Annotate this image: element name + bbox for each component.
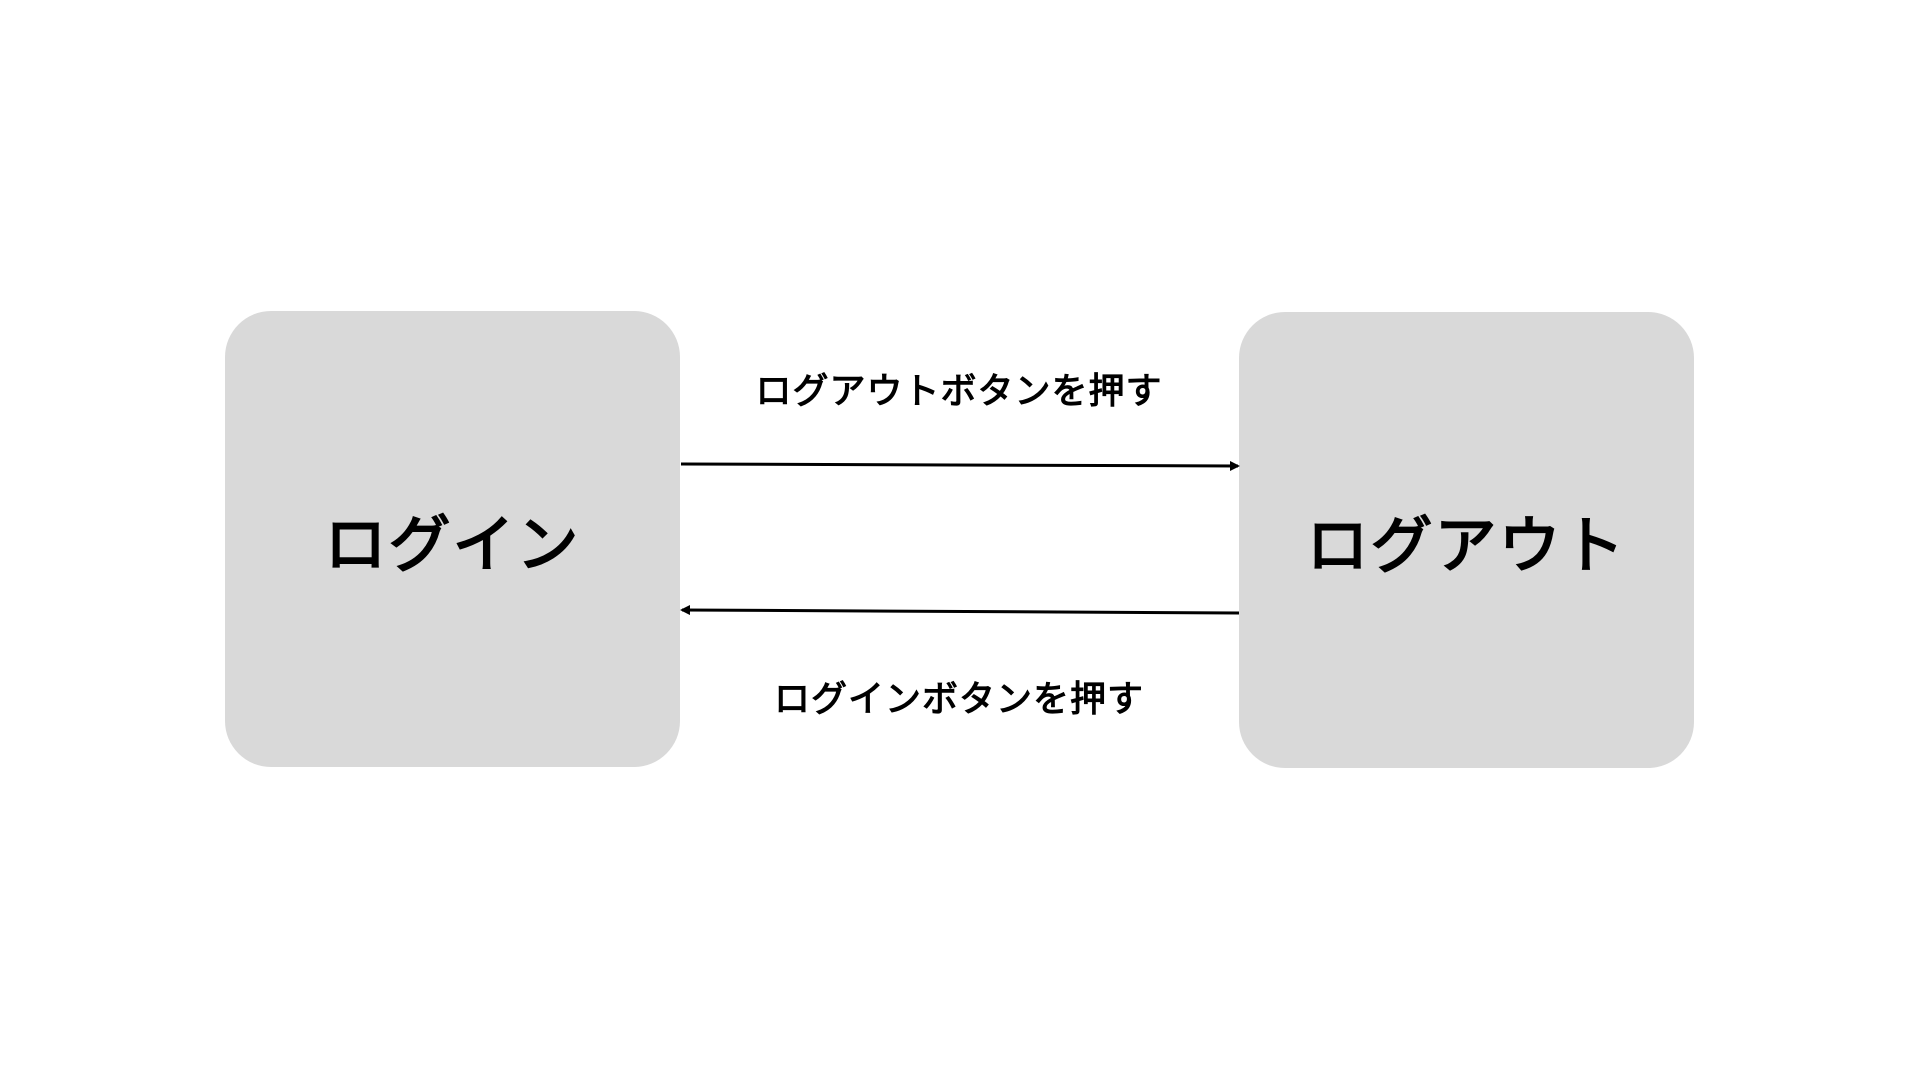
state-logout: ログアウト (1239, 312, 1694, 768)
transition-label-login: ログインボタンを押す (773, 679, 1145, 720)
transition-label-logout: ログアウトボタンを押す (755, 371, 1163, 412)
state-login: ログイン (225, 311, 680, 767)
arrow-logout-to-login (680, 605, 1240, 616)
state-logout-label: ログアウト (1306, 509, 1627, 582)
state-login-label: ログイン (324, 508, 581, 581)
arrow-login-to-logout (680, 460, 1240, 471)
